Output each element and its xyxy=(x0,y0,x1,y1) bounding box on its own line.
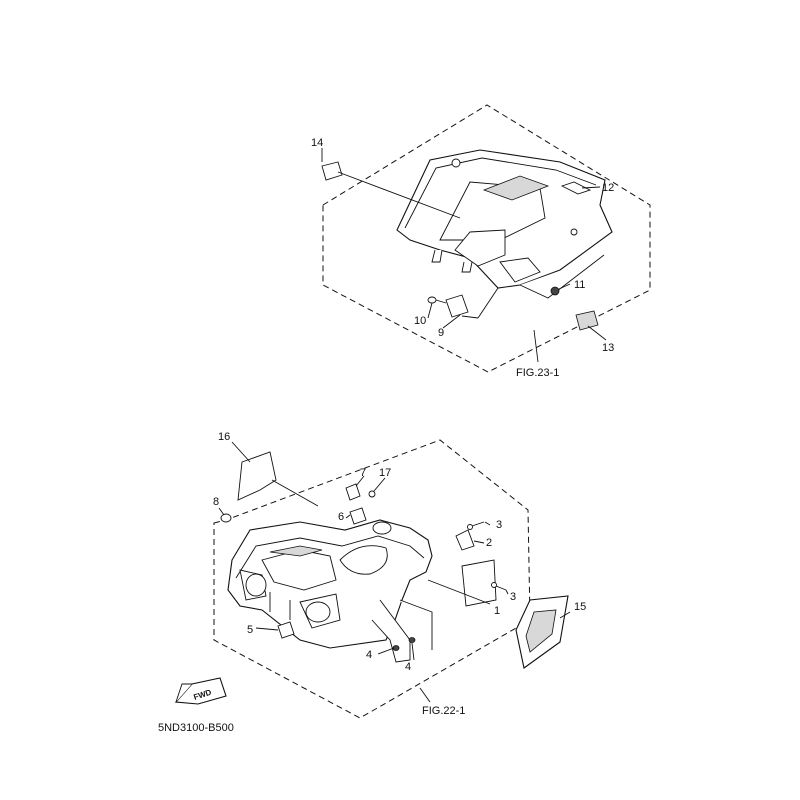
callout-15: 15 xyxy=(574,601,586,613)
front-fender xyxy=(227,519,433,663)
callout-13: 13 xyxy=(602,342,614,354)
part-8-grommet xyxy=(220,513,232,523)
callout-11: 11 xyxy=(574,279,585,291)
part-1-panel xyxy=(461,559,497,607)
part-12-decal xyxy=(560,181,592,195)
part-13-emblem xyxy=(575,310,599,331)
fig-ref-22-1: FIG.22-1 xyxy=(422,705,465,717)
part-16-shield xyxy=(237,451,277,501)
callout-14: 14 xyxy=(311,137,323,149)
part-5-decal xyxy=(277,621,295,639)
callout-4-right: 4 xyxy=(405,661,411,673)
rear-leader-lines xyxy=(321,148,607,363)
callout-2: 2 xyxy=(486,537,492,549)
callout-8: 8 xyxy=(213,496,219,508)
callout-1: 1 xyxy=(494,605,500,617)
part-15-grille xyxy=(515,595,569,669)
fig-ref-23-1: FIG.23-1 xyxy=(516,367,559,379)
callout-3-lower: 3 xyxy=(510,591,516,603)
part-2-bracket xyxy=(455,529,475,551)
drawing-code: 5ND3100-B500 xyxy=(158,722,234,734)
fwd-arrow: FWD xyxy=(174,677,227,705)
part-3-bolt-lower xyxy=(491,582,507,591)
callout-6: 6 xyxy=(338,511,344,523)
front-fender-assembly-boundary xyxy=(213,439,531,719)
callout-10: 10 xyxy=(414,315,426,327)
rear-fender xyxy=(396,149,613,299)
front-fender-group: 16 7 17 8 6 3 2 3 1 15 5 4 4 FIG.22-1 xyxy=(213,431,586,719)
callout-5: 5 xyxy=(247,624,253,636)
callout-4-left: 4 xyxy=(366,649,372,661)
part-7-decal xyxy=(345,483,361,501)
callout-7: 7 xyxy=(360,467,366,479)
part-9-plate xyxy=(445,294,469,318)
part-6-decal xyxy=(349,507,367,525)
part-17-washer xyxy=(368,490,376,498)
callout-9: 9 xyxy=(438,327,444,339)
part-11-grommet xyxy=(550,286,560,296)
callout-3-upper: 3 xyxy=(496,519,502,531)
part-10-fastener xyxy=(427,296,447,304)
rear-fender-assembly-boundary xyxy=(322,104,651,373)
part-4-grommet-right xyxy=(408,637,416,643)
part-3-bolt-upper xyxy=(467,521,485,530)
rear-fender-group: 14 12 11 13 10 9 FIG.23-1 xyxy=(311,104,651,379)
front-leader-lines xyxy=(218,441,571,703)
callout-12: 12 xyxy=(602,182,614,194)
callout-17: 17 xyxy=(379,467,391,479)
callout-16: 16 xyxy=(218,431,230,443)
part-14-decal xyxy=(321,161,343,181)
